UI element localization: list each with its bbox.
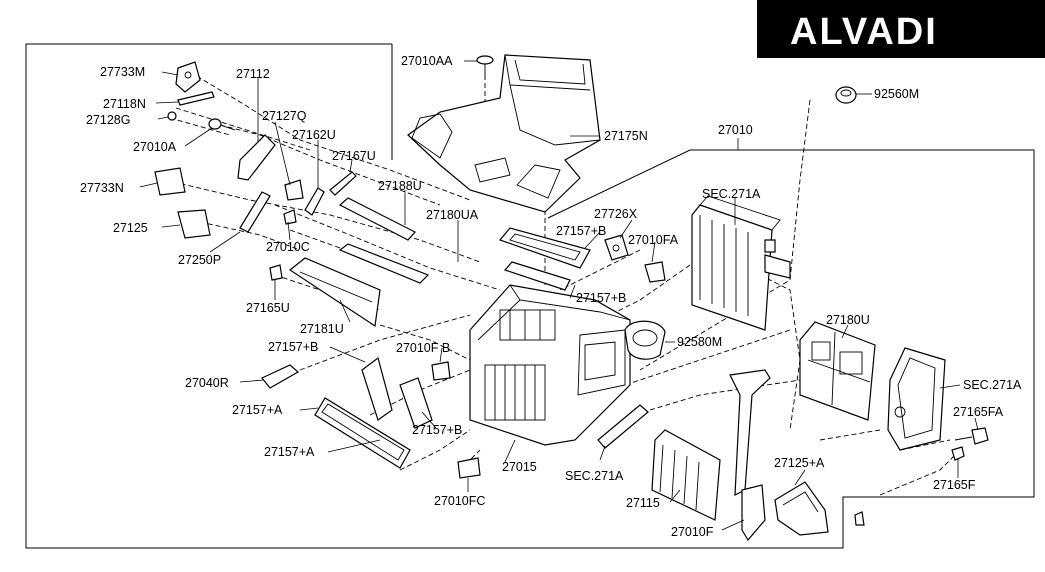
callout-27010A: 27010A (133, 140, 177, 154)
callout-27040R: 27040R (185, 376, 229, 390)
callout-27157B-3: 27157+B (556, 224, 606, 238)
callout-27010AA: 27010AA (401, 54, 453, 68)
clip-27128G (167, 111, 177, 121)
callout-27157B-2: 27157+B (412, 423, 462, 437)
callout-27010F: 27010F (671, 525, 714, 539)
actuator-27733M (175, 61, 201, 93)
callout-27157B-4: 27157+B (576, 291, 626, 305)
hose-sec271A-mid (597, 404, 649, 449)
callout-27162U: 27162U (292, 128, 336, 142)
cover-sec271A (887, 347, 946, 451)
callout-27125: 27125 (113, 221, 148, 235)
assembly-frame (25, 43, 1035, 549)
logo-text: ALVADI (790, 11, 938, 53)
grommet-92560M (835, 86, 857, 104)
callout-27726X: 27726X (594, 207, 638, 221)
callout-27165F: 27165F (933, 478, 976, 492)
callout-27167U: 27167U (332, 149, 376, 163)
screws-27165F (951, 427, 989, 461)
callout-27125A: 27125+A (774, 456, 825, 470)
callout-27010FA: 27010FA (628, 233, 679, 247)
seal-27157B-left (361, 356, 393, 421)
leader-lines (139, 60, 979, 531)
actuator-27733N (154, 167, 186, 196)
bracket-27010FA (644, 261, 666, 283)
screw-27010A (208, 118, 236, 131)
bracket-27010FB (431, 361, 451, 381)
callout-27250P: 27250P (178, 253, 221, 267)
link-27167U (329, 171, 357, 196)
callout-27128G: 27128G (86, 113, 130, 127)
callout-sec271A-2: SEC.271A (963, 378, 1022, 392)
callout-92580M: 92580M (677, 335, 722, 349)
callout-27115: 27115 (626, 496, 660, 510)
callout-labels: 27733M 27112 27118N 27128G 27127Q 27162U… (80, 54, 1022, 539)
actuator-27726X (604, 234, 629, 261)
callout-27010FC: 27010FC (434, 494, 485, 508)
filter-27180U (799, 321, 876, 421)
clip-27165U (269, 264, 283, 281)
callout-sec271A-1: SEC.271A (702, 187, 761, 201)
seal-27157A (314, 397, 411, 469)
callout-27010C: 27010C (266, 240, 310, 254)
seal-frame-27157B (498, 227, 591, 291)
seal-92580M (624, 320, 666, 360)
callout-27112: 27112 (236, 67, 270, 81)
callout-27157B-1: 27157+B (268, 340, 318, 354)
bracket-27125 (177, 209, 211, 239)
lever-27112 (237, 134, 276, 181)
callout-27015: 27015 (502, 460, 537, 474)
callout-27165U: 27165U (246, 301, 290, 315)
bracket-27010F (741, 484, 766, 542)
link-27118N (177, 91, 215, 106)
callout-27127Q: 27127Q (262, 109, 307, 123)
callout-27010: 27010 (718, 123, 753, 137)
alvadi-logo: ALVADI (757, 0, 1045, 58)
evaporator-sec271A (691, 195, 791, 331)
intake-duct-27175N (407, 54, 601, 213)
callout-27180U: 27180U (826, 313, 870, 327)
callout-27733M: 27733M (100, 65, 145, 79)
lever-27127Q (284, 179, 304, 201)
callout-sec271A-3: SEC.271A (565, 469, 624, 483)
shutter-27188U (338, 197, 416, 241)
duct-27125A (774, 481, 829, 536)
callout-27188U: 27188U (378, 179, 422, 193)
callout-27165FA: 27165FA (953, 405, 1004, 419)
seal-27157B-mid (399, 377, 433, 429)
callout-27157A-1: 27157+A (232, 403, 283, 417)
bracket-27040R (261, 364, 300, 389)
screw-27010AA (476, 55, 494, 78)
callout-27180UA: 27180UA (426, 208, 479, 222)
heater-core-27115 (651, 369, 771, 521)
callout-92560M: 92560M (874, 87, 919, 101)
clip-27010C (283, 209, 297, 225)
callout-27733N: 27733N (80, 181, 124, 195)
callout-27181U: 27181U (300, 322, 344, 336)
shutter-27180UA (338, 243, 430, 284)
main-housing-27015 (469, 284, 631, 446)
callout-27175N: 27175N (604, 129, 648, 143)
callout-27157A-2: 27157+A (264, 445, 315, 459)
clip-small (854, 511, 865, 526)
shutter-27181U (288, 257, 381, 328)
rod-27250P (239, 191, 271, 233)
lever-27162U (304, 187, 325, 216)
bracket-27010FC (457, 457, 481, 479)
callout-27010FB: 27010F B (396, 341, 450, 355)
callout-27118N: 27118N (103, 97, 146, 111)
